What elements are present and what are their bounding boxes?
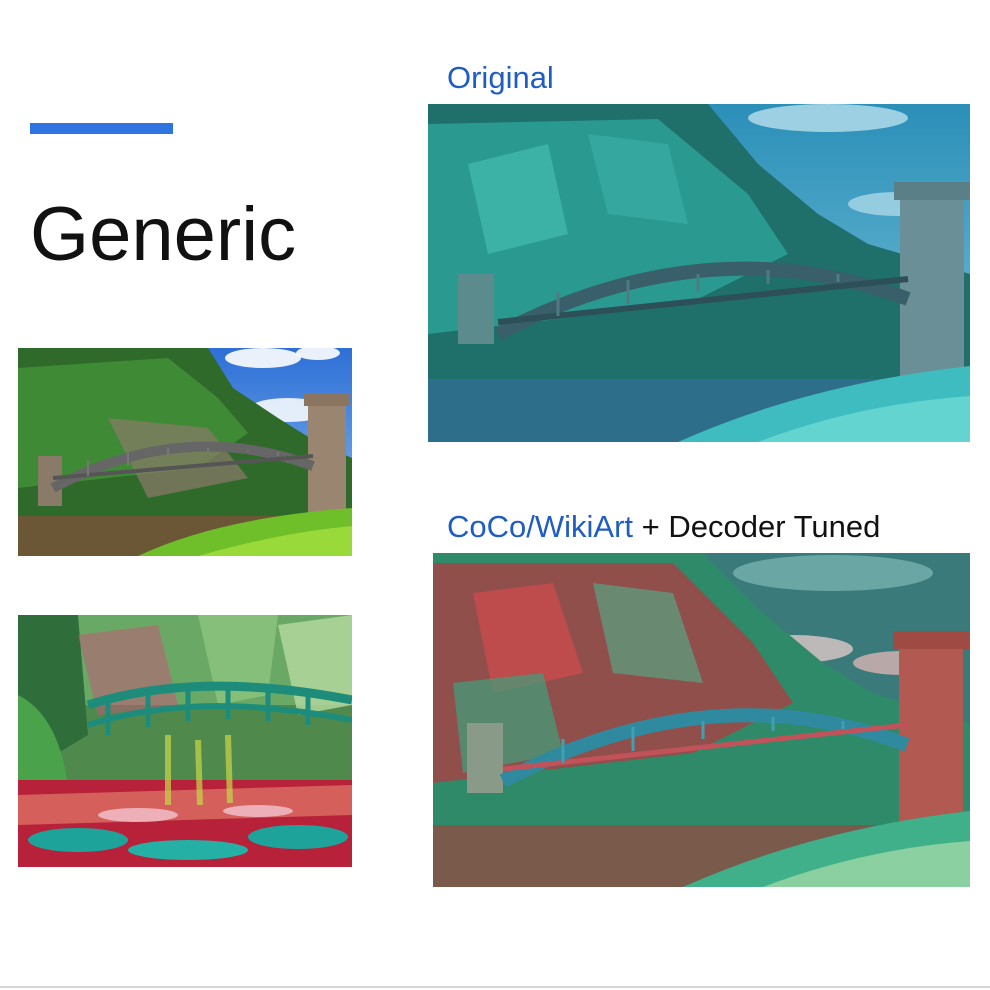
tuned-label-highlight: CoCo/WikiArt bbox=[447, 509, 634, 544]
tuned-result-image bbox=[433, 553, 970, 887]
original-result-image bbox=[428, 104, 970, 442]
tuned-label: CoCo/WikiArt + Decoder Tuned bbox=[447, 507, 880, 547]
original-label: Original bbox=[447, 60, 554, 95]
slide-title: Generic bbox=[30, 192, 297, 277]
bottom-divider bbox=[0, 986, 990, 988]
style-image bbox=[18, 615, 352, 867]
accent-bar bbox=[30, 123, 173, 134]
tuned-label-rest: + Decoder Tuned bbox=[641, 509, 881, 544]
content-image bbox=[18, 348, 352, 556]
